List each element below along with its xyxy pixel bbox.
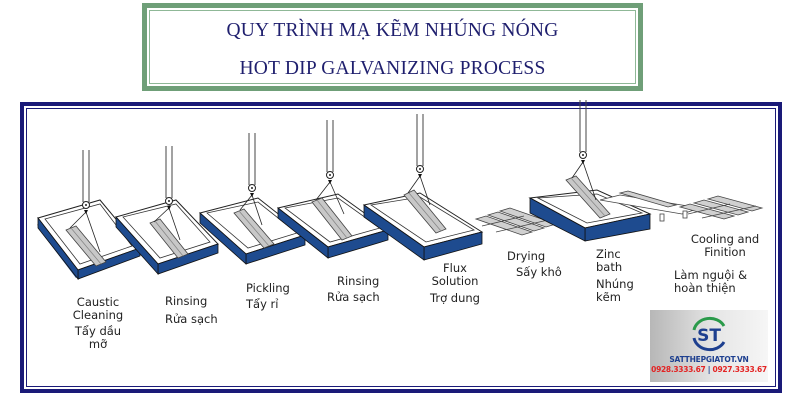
monogram-text: ST — [697, 326, 721, 346]
label-vi-line: Tẩy dầu — [74, 324, 122, 338]
diagram-frame-inner — [26, 108, 776, 387]
step-label-zinc-bath: Zinc bath Nhúng kẽm — [596, 248, 634, 304]
label-vi-line: kẽm — [596, 290, 621, 304]
title-english: HOT DIP GALVANIZING PROCESS — [239, 58, 546, 79]
label-vi-line: Rửa sạch — [165, 312, 218, 326]
step-label-cooling-finition-vi: Làm nguội & hoàn thiện — [674, 269, 747, 295]
steel-beam-6 — [565, 161, 611, 219]
label-en-line: Flux — [443, 261, 467, 275]
crane-hook-5 — [416, 113, 424, 179]
title-box: QUY TRÌNH MẠ KẼM NHÚNG NÓNG HOT DIP GALV… — [142, 3, 643, 91]
label-vi-line: Nhúng — [596, 277, 634, 291]
label-vi-line: hoàn thiện — [674, 281, 736, 295]
label-vi-line: Làm nguội & — [674, 268, 748, 282]
phone-1: 0928.3333.67 — [651, 365, 706, 374]
label-en-line: Drying — [507, 249, 546, 263]
steel-beam-2 — [149, 207, 189, 259]
crane-hook-4 — [326, 119, 334, 185]
label-vi-line: Sấy khô — [516, 265, 562, 279]
label-en-line: Solution — [431, 274, 479, 288]
logo-phones: 0928.3333.67 | 0927.3333.67 — [650, 365, 768, 374]
st-monogram-icon: ST — [692, 316, 726, 352]
title-inner-border — [149, 10, 636, 84]
label-en-line: Zinc — [596, 247, 621, 261]
phone-2: 0927.3333.67 — [712, 365, 768, 374]
crane-hook-2 — [165, 145, 173, 211]
step-label-rinsing-1: Rinsing Rửa sạch — [165, 295, 218, 326]
crane-hook-3 — [248, 132, 256, 198]
label-en-line: Rinsing — [165, 294, 208, 308]
label-en-line: Cleaning — [72, 308, 124, 322]
tank-caustic-cleaning — [37, 199, 141, 281]
label-en-line: Rinsing — [337, 274, 380, 288]
step-label-pickling: Pickling Tẩy rỉ — [246, 282, 290, 311]
label-en-line: Caustic — [76, 295, 120, 309]
phone-separator: | — [707, 365, 711, 374]
label-en-line: bath — [596, 260, 623, 274]
label-vi-line: Trợ dung — [430, 291, 480, 305]
tank-zinc-bath — [528, 189, 652, 242]
steel-beam-4 — [311, 181, 353, 241]
diagram-frame — [20, 102, 782, 393]
conveyor-table — [599, 190, 701, 222]
label-vi-line: mỡ — [88, 337, 108, 351]
crane-hook-6 — [579, 99, 587, 165]
crane-hook-1 — [82, 149, 90, 215]
label-en-line: Finition — [704, 245, 746, 259]
steel-beam-3 — [233, 194, 275, 249]
label-en-line: Cooling and — [690, 232, 760, 246]
logo-site-name: SATTHEPGIATOT.VN — [669, 355, 749, 364]
step-label-drying: Drying Sấy khô — [507, 250, 562, 279]
label-vi-line: Rửa sạch — [327, 290, 380, 304]
label-en-line: Pickling — [246, 281, 290, 295]
step-label-rinsing-2: Rinsing Rửa sạch — [327, 275, 380, 304]
title-vietnamese: QUY TRÌNH MẠ KẼM NHÚNG NÓNG — [226, 20, 559, 41]
step-label-cooling-finition: Cooling and Finition — [680, 233, 770, 259]
step-label-flux-solution: Flux Solution Trợ dung — [425, 262, 485, 305]
company-logo: ST SATTHEPGIATOT.VN 0928.3333.67 | 0927.… — [650, 310, 768, 382]
steel-beam-1 — [65, 211, 107, 267]
cooling-rack — [678, 195, 764, 220]
steel-beam-5 — [403, 175, 447, 234]
label-vi-line: Tẩy rỉ — [246, 297, 279, 311]
step-label-caustic-cleaning: Caustic Cleaning Tẩy dầu mỡ — [58, 296, 138, 351]
tank-flux-solution — [362, 192, 484, 261]
drying-rack — [474, 207, 558, 236]
